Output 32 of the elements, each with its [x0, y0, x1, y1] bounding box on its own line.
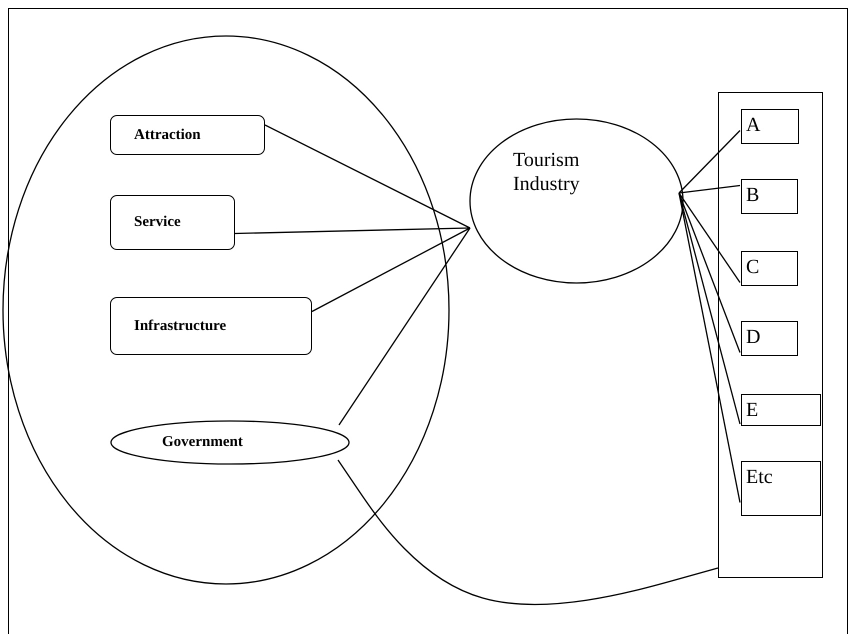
letter-box [741, 461, 821, 516]
connector-line [678, 192, 741, 424]
letter-box [741, 179, 798, 214]
rounded-box [110, 297, 312, 355]
node-label: Government [162, 434, 244, 451]
node-label: D [746, 325, 762, 350]
connector-line [678, 192, 741, 353]
rounded-box [110, 115, 265, 155]
letter-box [741, 321, 798, 356]
connector-line [678, 184, 740, 194]
letter-box [741, 109, 799, 144]
node-label: C [746, 255, 760, 280]
connector-line [338, 228, 471, 426]
connector-line [678, 192, 741, 283]
rounded-box [110, 195, 235, 250]
letter-box [741, 251, 798, 286]
connector-line [678, 192, 741, 503]
container-box [718, 92, 823, 578]
connector-line [264, 124, 470, 229]
node-label: B [746, 183, 760, 208]
node-label: Tourism Industry [513, 148, 581, 196]
node-label: Infrastructure [134, 318, 228, 334]
node-label: Attraction [134, 126, 202, 144]
connector-line [234, 227, 470, 234]
connector-line [312, 227, 470, 312]
letter-box [741, 394, 821, 426]
node-label: E [746, 398, 760, 423]
connector-line [678, 130, 740, 194]
node-label: A [746, 113, 762, 138]
node-label: Service [134, 214, 182, 231]
connector-line [337, 460, 718, 606]
node-label: Etc [746, 465, 774, 490]
